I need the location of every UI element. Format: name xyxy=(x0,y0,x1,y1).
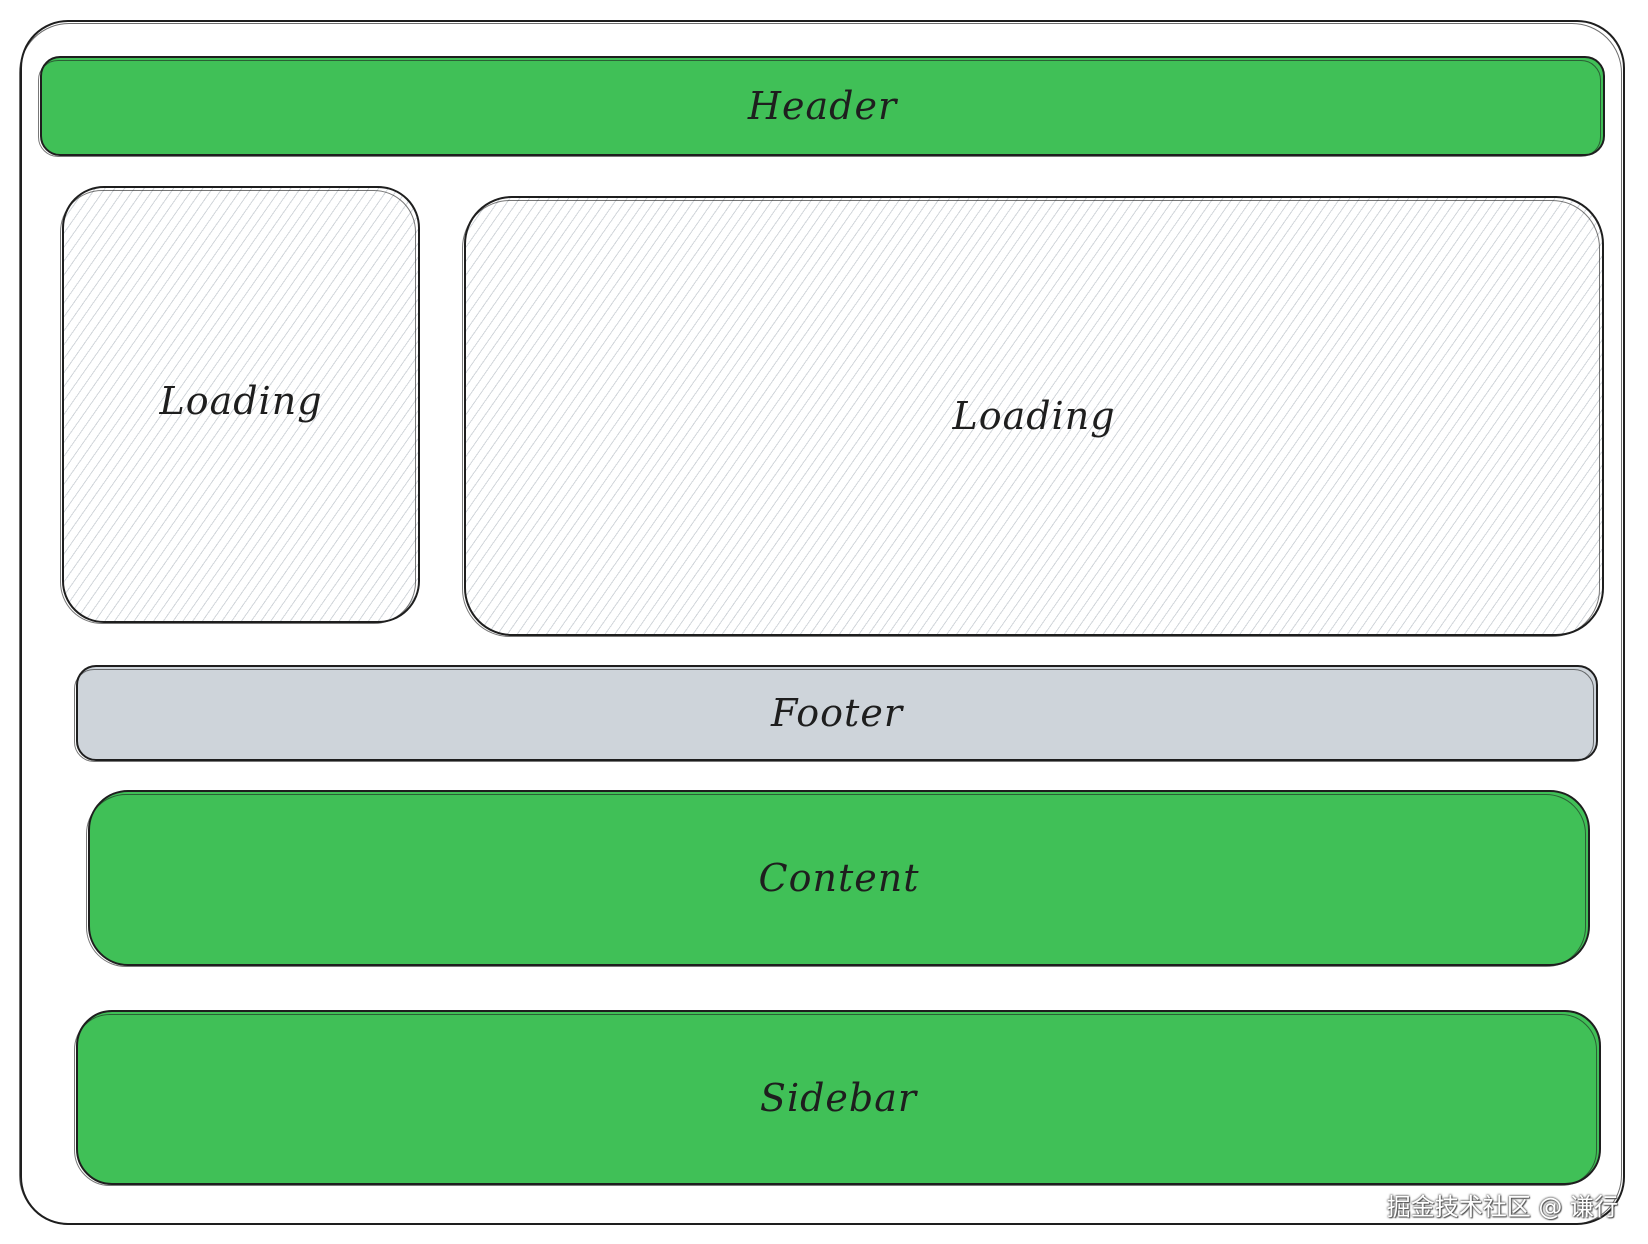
content-label: Content xyxy=(758,856,920,900)
loading-block-right: Loading xyxy=(462,196,1604,637)
loading-right-label: Loading xyxy=(952,394,1116,438)
footer-label: Footer xyxy=(771,691,903,735)
loading-left-label: Loading xyxy=(159,378,323,423)
sidebar-block: Sidebar xyxy=(74,1010,1601,1186)
watermark: 掘金技术社区 @ 谦行 xyxy=(1386,1193,1618,1221)
sidebar-label: Sidebar xyxy=(759,1075,918,1120)
footer-block: Footer xyxy=(74,665,1598,762)
header-block: Header xyxy=(38,56,1605,157)
outer-frame xyxy=(19,20,1625,1225)
header-label: Header xyxy=(747,84,898,128)
loading-block-left: Loading xyxy=(60,186,420,624)
content-block: Content xyxy=(86,790,1590,967)
